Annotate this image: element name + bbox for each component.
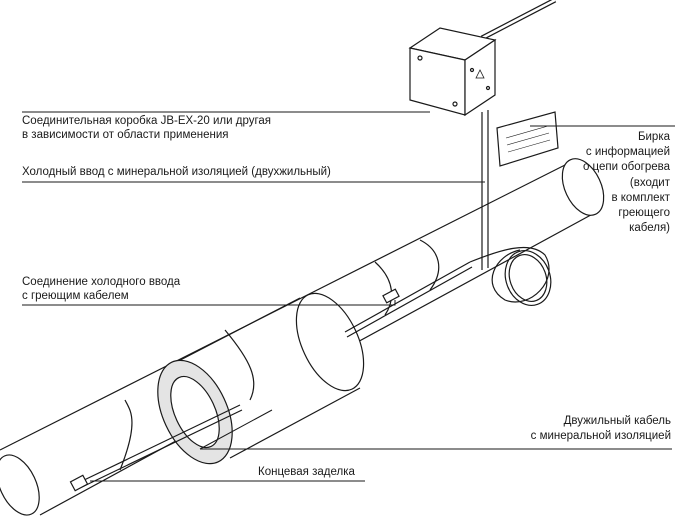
label-line: греющего (618, 207, 670, 220)
label-line: с минеральной изоляцией (530, 430, 671, 442)
label-line: Соединение холодного ввода (22, 276, 181, 288)
label-heating-cable: Двужильный кабель с минеральной изоляцие… (531, 414, 671, 444)
supply-cable (480, 0, 557, 41)
label-line: (входит (629, 176, 670, 189)
label-splice: Соединение холодного ввода с греющим каб… (22, 275, 180, 303)
label-end-seal: Концевая заделка (258, 466, 355, 478)
pipe (0, 158, 605, 516)
label-line: о цепи обогрева (582, 161, 670, 174)
label-cold-lead: Холодный ввод с минеральной изоляцией (д… (22, 166, 331, 178)
label-line: кабеля) (629, 222, 670, 235)
label-line: с греющим кабелем (22, 290, 129, 302)
leader-lines (22, 111, 675, 482)
label-line: Двужильный кабель (563, 415, 671, 427)
label-junction-box: Соединительная коробка JB-EX-20 или друг… (22, 114, 271, 142)
info-tag (496, 111, 559, 167)
label-line: Соединительная коробка JB-EX-20 или друг… (22, 115, 272, 127)
label-line: в зависимости от области применения (22, 129, 229, 141)
label-line: в комплект (611, 191, 670, 204)
label-tag: Бирка с информацией о цепи обогрева (вхо… (583, 130, 670, 236)
junction-box (408, 27, 497, 117)
heating-cable (69, 239, 552, 492)
label-line: Бирка (637, 131, 670, 143)
cold-lead (481, 110, 489, 270)
thermal-insulation (157, 292, 365, 465)
label-line: с информацией (585, 146, 670, 159)
